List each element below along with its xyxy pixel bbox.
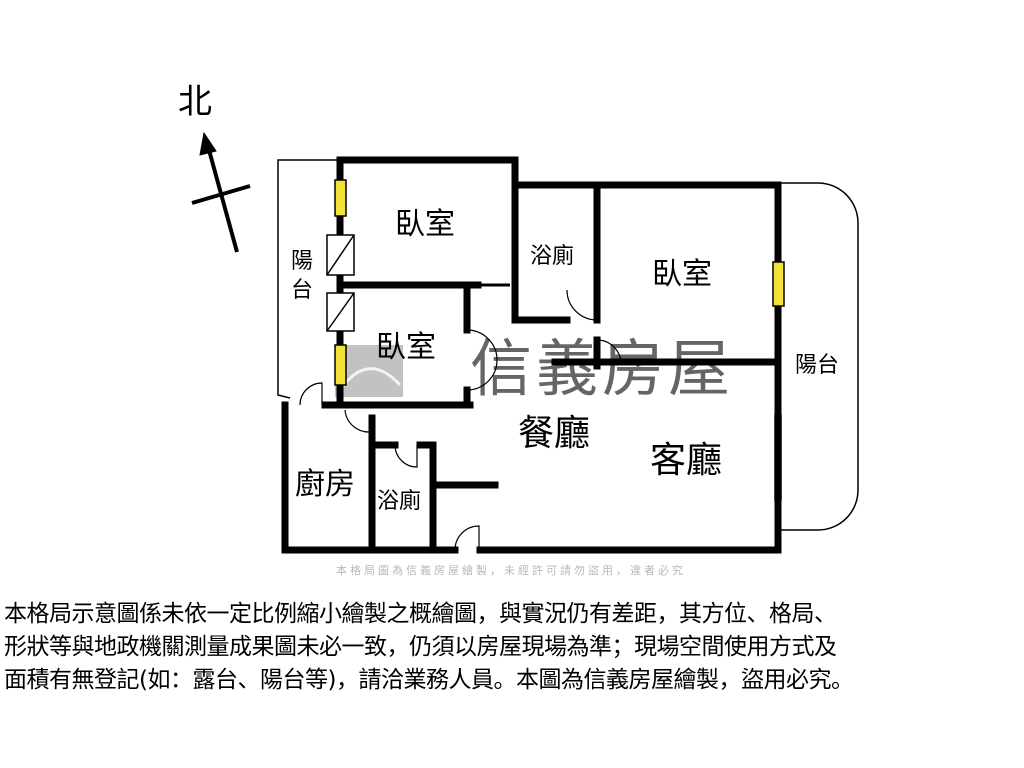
north-compass	[191, 131, 251, 253]
room-label-balcony-left-2: 台	[291, 278, 313, 303]
north-label: 北	[178, 82, 212, 122]
doors	[299, 283, 622, 551]
walls	[281, 156, 782, 554]
room-label-kitchen: 廚房	[295, 467, 355, 502]
disclaimer-line: 形狀等與地政機關測量成果圖未必一致，仍須以房屋現場為準；現場空間使用方式及	[4, 634, 837, 660]
room-label-bedroom-right: 臥室	[652, 257, 712, 292]
disclaimer-line: 面積有無登記(如：露台、陽台等)，請洽業務人員。本圖為信義房屋繪製，盜用必究。	[4, 667, 854, 693]
windows	[334, 179, 785, 386]
room-label-bedroom-top-left: 臥室	[395, 207, 455, 242]
room-label-dining: 餐廳	[518, 413, 590, 454]
room-label-living: 客廳	[650, 440, 722, 481]
room-label-balcony-left-1: 陽	[291, 249, 313, 274]
watermark-notice: 本格局圖為信義房屋繪製，未經許可請勿盜用，違者必究	[336, 563, 686, 577]
room-label-bathroom-top: 浴廁	[530, 244, 574, 269]
disclaimer-text: 本格局示意圖係未依一定比例縮小繪製之概繪圖，與實況仍有差距，其方位、格局、 形狀…	[4, 598, 1024, 697]
room-label-balcony-right: 陽台	[795, 353, 839, 378]
disclaimer-line: 本格局示意圖係未依一定比例縮小繪製之概繪圖，與實況仍有差距，其方位、格局、	[4, 601, 837, 627]
floor-plan: 信義房屋 本格局圖為信義房屋繪製，未經許可請勿盜用，違者必究 北	[178, 82, 859, 577]
closets	[326, 234, 355, 332]
watermark-brand: 信義房屋	[470, 332, 734, 405]
room-label-bedroom-small: 臥室	[376, 330, 436, 365]
room-label-bathroom-bottom: 浴廁	[377, 489, 421, 514]
